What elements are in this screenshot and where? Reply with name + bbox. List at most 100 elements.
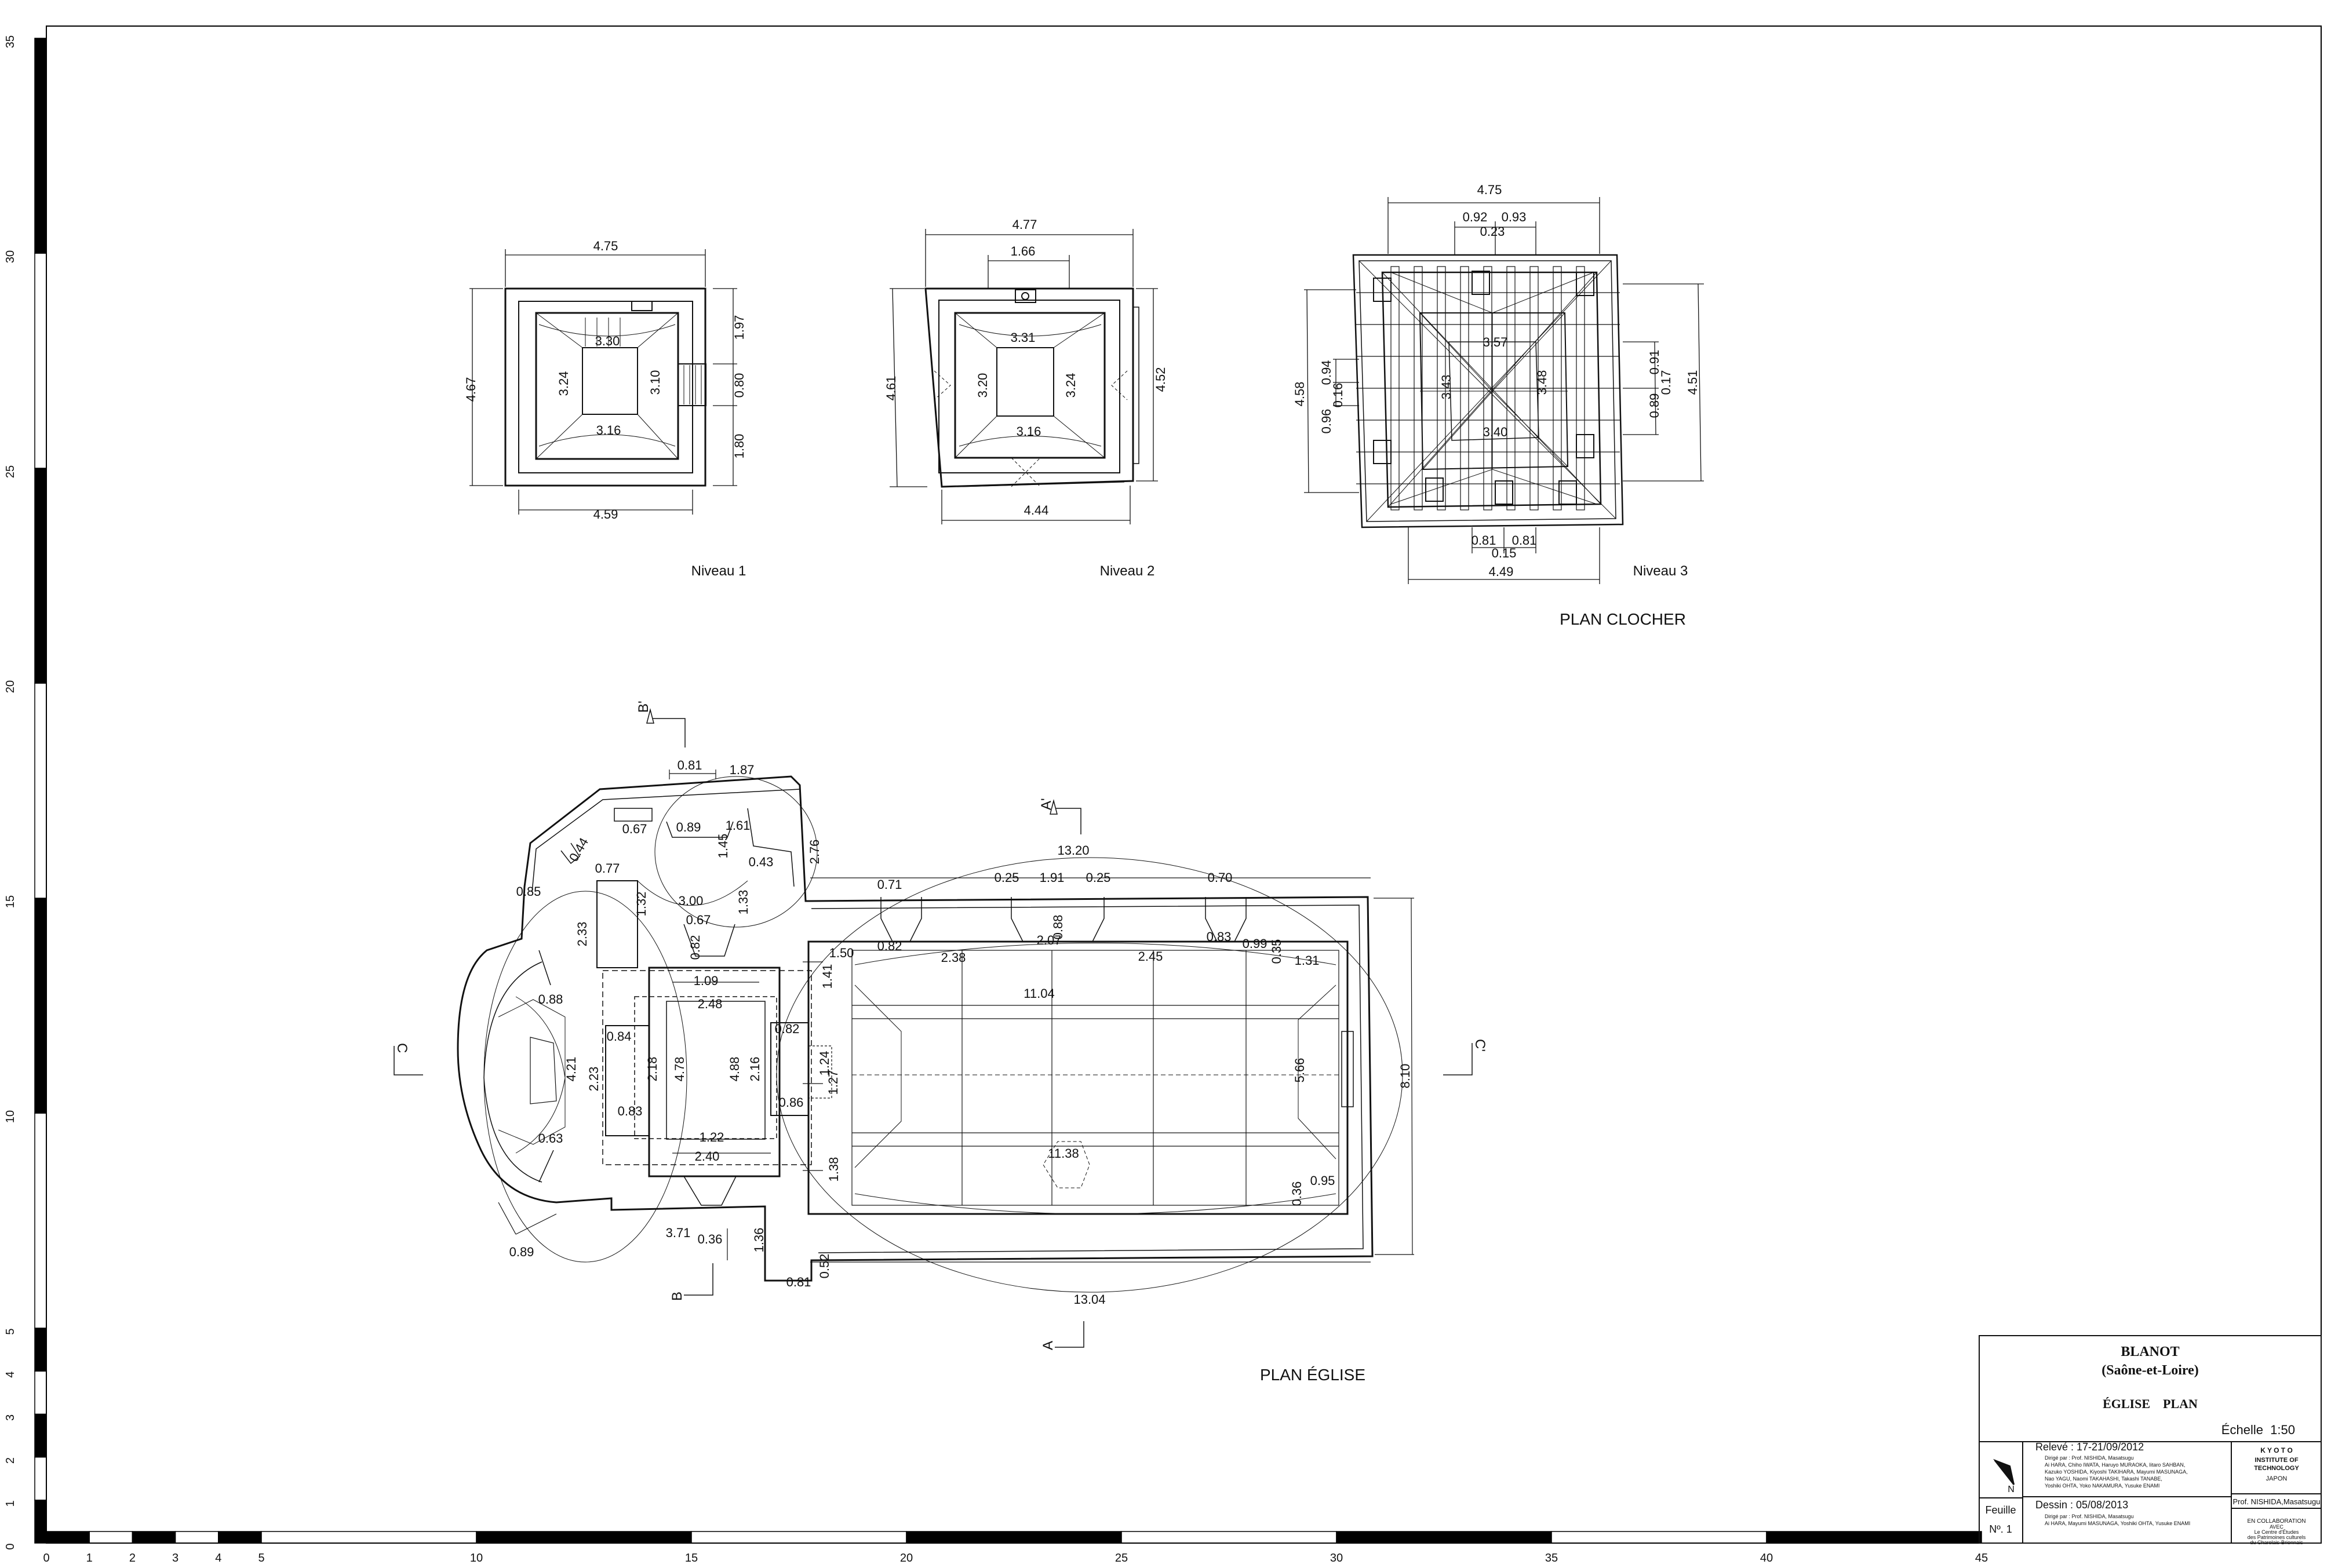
bottom-ruler-segment [261,1531,477,1544]
bottom-ruler-tick: 35 [1545,1552,1558,1565]
church-dimension: 1.22 [700,1130,724,1144]
church-dimension: 0.83 [1207,929,1232,944]
church-dimension: 1.38 [826,1157,841,1182]
church-dimension: 1.32 [634,892,649,917]
drawing-subject: ÉGLISE PLAN [2103,1396,2198,1411]
bottom-ruler-tick: 15 [685,1552,698,1565]
church-dimension: 0.89 [676,820,701,834]
bottom-ruler-segment [691,1531,907,1544]
left-ruler-segment [34,1500,47,1544]
svg-text:0.93: 0.93 [1502,210,1527,224]
beam-block [1558,480,1577,505]
bottom-ruler-tick: 4 [215,1552,221,1565]
svg-text:3.16: 3.16 [1017,424,1041,439]
beam-block [1576,272,1594,296]
bottom-ruler-tick: 2 [129,1552,136,1565]
church-dimension: 0.81 [678,758,702,772]
church-dimension: 2.23 [587,1067,601,1092]
title-block-text: BLANOT (Saône-et-Loire) ÉGLISE PLAN Éche… [1985,1344,2320,1545]
church-dimension: 0.63 [538,1131,563,1146]
left-ruler-segment [34,1113,47,1329]
church-dimension: 0.25 [1086,870,1111,885]
place-name: BLANOT [2121,1344,2179,1359]
belfry-plan-title: PLAN CLOCHER [1560,610,1686,628]
survey-credits: Dirigé par : Prof. NISHIDA, Masatsugu Ai… [2045,1455,2188,1489]
beam-block [1576,434,1594,458]
svg-text:TECHNOLOGY: TECHNOLOGY [2254,1465,2299,1472]
church-dimension: 1.61 [726,818,751,833]
church-dimension: 0.85 [516,884,541,899]
left-ruler-tick: 5 [4,1328,17,1334]
svg-text:4.59: 4.59 [593,507,618,522]
svg-text:3.43: 3.43 [1439,375,1454,400]
svg-text:3.10: 3.10 [648,370,662,395]
svg-text:3.16: 3.16 [596,423,621,437]
belfry-level1-label: Niveau 1 [691,563,746,579]
svg-text:des Patrimoines culturels: des Patrimoines culturels [2248,1534,2306,1540]
church-dimension: 2.40 [695,1149,720,1164]
svg-text:EN COLLABORATION: EN COLLABORATION [2248,1518,2306,1525]
church-dimension: 4.88 [727,1057,742,1082]
svg-text:INSTITUTE OF: INSTITUTE OF [2254,1457,2298,1464]
beam-block [1373,440,1392,464]
svg-text:1.66: 1.66 [1011,244,1036,258]
belfry-level2-plan [890,229,1158,524]
professor: Prof. NISHIDA,Masatsugu [2233,1497,2321,1506]
svg-text:3.30: 3.30 [595,334,620,348]
belfry-level3-joists [1356,266,1620,510]
church-dimension: 1.27 [826,1070,840,1095]
church-dimension: 1.87 [730,763,755,777]
bottom-ruler-segment [218,1531,262,1544]
church-dimension: 1.24 [817,1051,832,1076]
church-dimension: 1.50 [829,946,854,960]
church-dimension: 1.31 [1295,953,1320,968]
church-dimension: 0.88 [1051,915,1065,940]
section-mark-a: A [1040,1341,1056,1350]
left-ruler-segment [34,253,47,469]
svg-text:JAPON: JAPON [2266,1475,2288,1482]
institute-line-1: K Y O T O [2260,1446,2293,1454]
svg-text:4.51: 4.51 [1685,370,1700,395]
church-dimension: 2.18 [645,1057,660,1082]
left-ruler-tick: 20 [4,680,17,693]
belfry-level3-labels: 4.75 0.92 0.93 0.23 4.58 0.94 0.16 0.96 … [1292,183,1700,628]
church-dimension: 0.82 [688,935,702,960]
belfry-level1-plan [469,249,737,515]
svg-text:Le Centre d'Études: Le Centre d'Études [2254,1529,2299,1535]
svg-text:3.31: 3.31 [1011,330,1036,345]
church-dimension: 0.67 [686,913,711,927]
church-plan-title: PLAN ÉGLISE [1260,1366,1365,1384]
church-dimension: 2.76 [807,840,822,865]
bottom-ruler-tick: 0 [43,1552,49,1565]
svg-text:0.16: 0.16 [1331,383,1345,408]
church-dimension: 4.78 [672,1057,687,1082]
bottom-ruler-segment [906,1531,1122,1544]
svg-text:Yoshiki OHTA, Yoko NAKAMURA, Y: Yoshiki OHTA, Yoko NAKAMURA, Yusuke ENAM… [2045,1483,2159,1489]
left-ruler-segment [34,468,47,684]
church-dimension: 1.09 [694,973,719,988]
church-dimension: 0.77 [595,861,620,876]
church-dimension: 2.45 [1138,949,1163,964]
church-dimension: 0.44 [566,835,591,864]
bottom-ruler-segment [1336,1531,1552,1544]
bottom-ruler-segment [1551,1531,1767,1544]
svg-text:0.23: 0.23 [1480,224,1505,239]
church-dimension: 1.45 [716,834,730,859]
bottom-ruler-tick: 1 [86,1552,93,1565]
svg-text:4.61: 4.61 [884,376,898,401]
svg-text:4.52: 4.52 [1153,367,1168,392]
svg-text:0.92: 0.92 [1463,210,1488,224]
church-dimension: 13.04 [1073,1292,1105,1307]
belfry-level2-label: Niveau 2 [1100,563,1155,579]
svg-text:0.91: 0.91 [1647,350,1662,375]
svg-text:du Charolais-Brionnais: du Charolais-Brionnais [2250,1540,2303,1545]
church-dimension: 1.91 [1040,870,1065,885]
left-ruler-tick: 4 [4,1372,17,1378]
svg-text:3.24: 3.24 [556,371,571,396]
svg-text:0.81: 0.81 [1472,533,1496,548]
svg-text:Dirigé par : Prof. NISHIDA, Ma: Dirigé par : Prof. NISHIDA, Masatsugu [2045,1455,2134,1461]
church-dimension: 8.10 [1398,1064,1412,1089]
department: (Saône-et-Loire) [2101,1363,2199,1378]
beam-block [1373,278,1392,302]
church-dimension: 2.38 [941,950,966,965]
